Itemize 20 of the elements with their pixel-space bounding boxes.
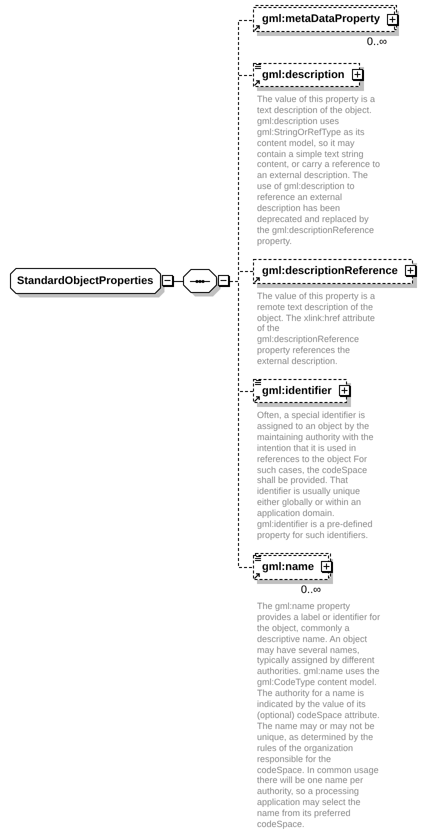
element-name: gml:metaDataProperty — [262, 13, 380, 26]
element-name: gml:name — [262, 560, 314, 574]
element-name: gml:descriptionReference — [262, 264, 398, 278]
description-text: The gml:name property provides a label or identifier for the object, commonly a descriptive name. An object may have several names, typically assigned by different authorities. gml:name uses the gml:CodeType content model. The authority for a name is indicated by the value of its (optional) codeSpace attribute. The name may or may not be unique, as determined by the rules of the organization responsible for the codeSpace. In common usage there will be one name per authority, so a processing application may select the name from its preferred codeSpace. — [257, 600, 381, 830]
description-text: The value of this property is a remote text description of the object. The xlink:href attribute of the gml:descriptionReference property references the external description. — [257, 290, 376, 368]
group-box — [10, 268, 174, 298]
element-box — [253, 552, 333, 584]
element-box — [253, 63, 364, 91]
multiplicity-label: 0..∞ — [366, 36, 387, 48]
connector-line — [174, 281, 184, 282]
element-name: gml:identifier — [262, 384, 332, 398]
element-box — [253, 258, 417, 288]
multiplicity-label: 0..∞ — [300, 584, 321, 596]
element-name: gml:description — [262, 68, 345, 82]
element-box — [253, 5, 399, 36]
element-box — [253, 379, 351, 408]
connector-line — [230, 281, 254, 568]
description-text: Often, a special identifier is assigned to an object by the maintaining authority with the intention that it is used in references to the object For such cases, the codeSpace shall be provided. That identifier is usually unique either globally or within an application domain. gml:identifier is a pre-defined property for such identifiers. — [257, 410, 375, 541]
description-text: The value of this property is a text description of the object. gml:description uses gml:StringOrRefType as its content model, so it may contain a simple text string content, or carry a reference to an external description. The use of gml:description to reference an external description has been deprecated and replaced by the gml:descriptionReference property. — [257, 94, 381, 247]
group-name: StandardObjectProperties — [17, 274, 154, 288]
